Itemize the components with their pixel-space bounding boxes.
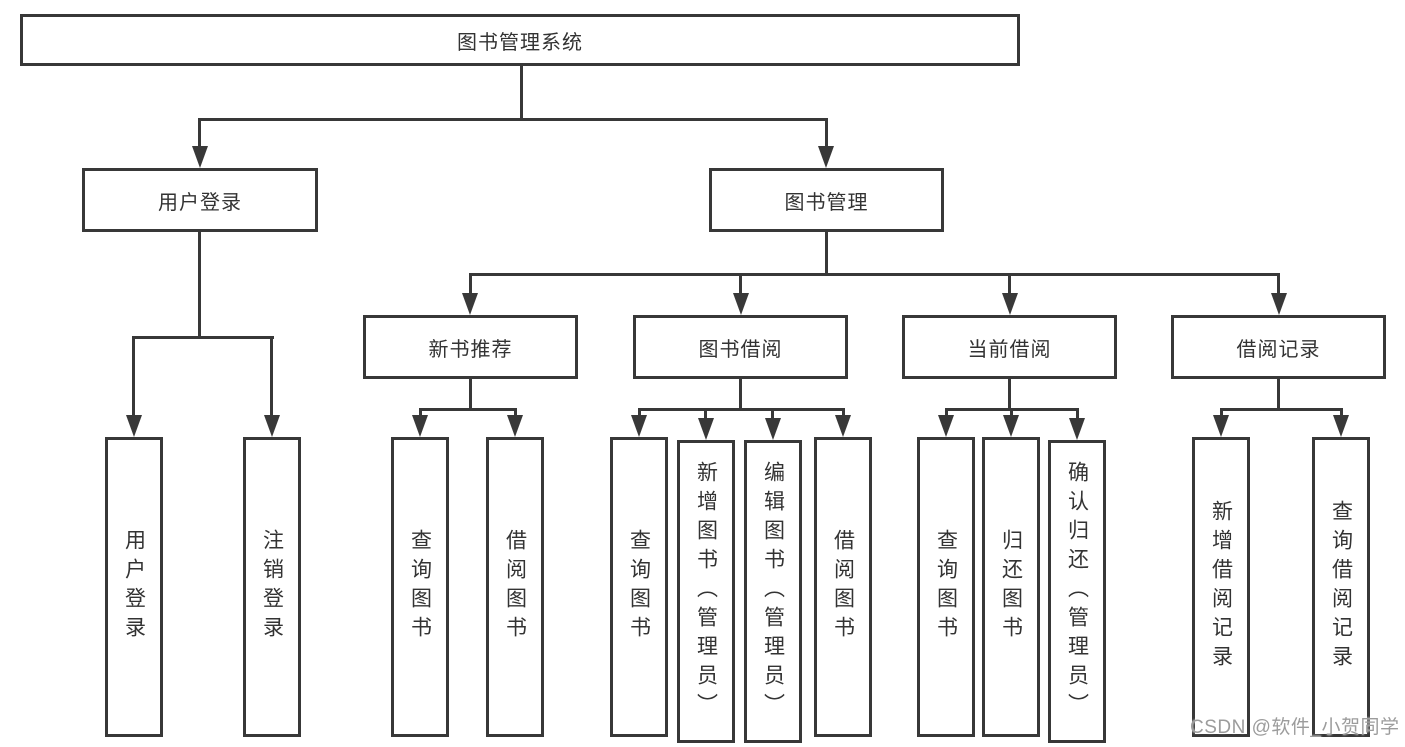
arrow-book-mgmt-icon xyxy=(818,146,834,168)
node-user-login: 用户登录 xyxy=(82,168,318,232)
connector-borrow-records-drop xyxy=(1277,273,1280,295)
arrow-leaf-logout-icon xyxy=(264,415,280,437)
node-label: 图书管理 xyxy=(784,191,869,214)
node-new-book-recommend: 新书推荐 xyxy=(363,315,578,379)
node-label: 新书推荐 xyxy=(428,338,513,361)
node-leaf-logout: 注销登录 xyxy=(243,437,301,737)
node-label: 确认归还（管理员） xyxy=(1065,461,1089,722)
connector-new-book-branch xyxy=(419,408,517,411)
arrow-confirm-return-icon xyxy=(1069,418,1085,440)
node-leaf-return-book: 归还图书 xyxy=(982,437,1040,737)
arrow-query-book-icon xyxy=(631,415,647,437)
arrow-borrow-book-icon xyxy=(507,415,523,437)
connector-book-borrow-branch xyxy=(638,408,845,411)
connector-new-book-drop xyxy=(469,273,472,295)
node-leaf-add-borrow-record: 新增借阅记录 xyxy=(1192,437,1250,737)
node-leaf-borrow-book-borrowing: 借阅图书 xyxy=(814,437,872,737)
node-label: 查询图书 xyxy=(934,529,958,645)
connector-leaf-drop xyxy=(419,408,422,417)
node-book-management: 图书管理 xyxy=(709,168,944,232)
node-label: 新增借阅记录 xyxy=(1209,500,1233,674)
connector-new-book-stem xyxy=(469,379,472,408)
connector-user-login-branch xyxy=(133,336,274,339)
connector-book-borrow-stem xyxy=(739,379,742,408)
node-label: 当前借阅 xyxy=(967,338,1052,361)
arrow-query-record-icon xyxy=(1333,415,1349,437)
connector-leaf-drop xyxy=(1010,408,1013,417)
node-borrowing-records: 借阅记录 xyxy=(1171,315,1386,379)
node-leaf-confirm-return-admin: 确认归还（管理员） xyxy=(1048,440,1106,743)
node-leaf-borrow-book-recommend: 借阅图书 xyxy=(486,437,544,737)
node-leaf-query-borrow-record: 查询借阅记录 xyxy=(1312,437,1370,737)
node-label: 查询图书 xyxy=(408,529,432,645)
connector-leaf-drop xyxy=(1220,408,1223,417)
connector-current-borrow-drop xyxy=(1008,273,1011,295)
connector-leaf-drop xyxy=(1076,408,1079,420)
node-current-borrowing: 当前借阅 xyxy=(902,315,1117,379)
csdn-watermark: CSDN @软件_小贺同学 xyxy=(1190,717,1400,738)
connector-leaf-drop xyxy=(842,408,845,417)
connector-root-branch xyxy=(199,118,828,121)
connector-leaf-drop xyxy=(1340,408,1343,417)
node-label: 注销登录 xyxy=(260,529,284,645)
node-leaf-query-book-recommend: 查询图书 xyxy=(391,437,449,737)
arrow-user-login-icon xyxy=(192,146,208,168)
connector-leaf-drop xyxy=(638,408,641,417)
arrow-query-book-icon xyxy=(938,415,954,437)
connector-leaf-drop xyxy=(945,408,948,417)
arrow-borrow-records-icon xyxy=(1271,293,1287,315)
node-book-borrowing: 图书借阅 xyxy=(633,315,848,379)
node-label: 编辑图书（管理员） xyxy=(761,461,785,722)
connector-leaf-drop xyxy=(514,408,517,417)
node-leaf-query-book-borrowing: 查询图书 xyxy=(610,437,668,737)
node-label: 借阅图书 xyxy=(503,529,527,645)
connector-book-mgmt-stem xyxy=(825,232,828,273)
arrow-book-borrow-icon xyxy=(733,293,749,315)
arrow-current-borrow-icon xyxy=(1002,293,1018,315)
connector-leaf-user-login-drop xyxy=(132,336,135,416)
node-book-management-system: 图书管理系统 xyxy=(20,14,1020,66)
connector-borrow-records-stem xyxy=(1277,379,1280,408)
node-leaf-add-book-admin: 新增图书（管理员） xyxy=(677,440,735,743)
connector-user-login-stem xyxy=(198,232,201,336)
connector-leaf-drop xyxy=(771,408,774,420)
node-label: 查询图书 xyxy=(627,529,651,645)
arrow-query-book-icon xyxy=(412,415,428,437)
connector-book-mgmt-branch xyxy=(469,273,1280,276)
connector-leaf-drop xyxy=(704,408,707,420)
node-label: 归还图书 xyxy=(999,529,1023,645)
connector-root-stem xyxy=(520,66,523,118)
arrow-edit-book-icon xyxy=(765,418,781,440)
node-label: 图书管理系统 xyxy=(457,31,583,54)
node-label: 用户登录 xyxy=(158,191,242,214)
connector-user-login-drop xyxy=(198,118,201,148)
arrow-new-book-icon xyxy=(462,293,478,315)
arrow-return-book-icon xyxy=(1003,415,1019,437)
node-label: 新增图书（管理员） xyxy=(694,461,718,722)
connector-current-borrow-stem xyxy=(1008,379,1011,408)
node-label: 借阅记录 xyxy=(1236,338,1321,361)
node-label: 查询借阅记录 xyxy=(1329,500,1353,674)
node-leaf-user-login: 用户登录 xyxy=(105,437,163,737)
node-label: 图书借阅 xyxy=(698,338,783,361)
connector-book-borrow-drop xyxy=(739,273,742,295)
connector-book-mgmt-drop xyxy=(825,118,828,148)
arrow-add-book-icon xyxy=(698,418,714,440)
arrow-leaf-user-login-icon xyxy=(126,415,142,437)
arrow-add-record-icon xyxy=(1213,415,1229,437)
connector-leaf-logout-drop xyxy=(270,336,273,416)
node-label: 用户登录 xyxy=(122,529,146,645)
node-leaf-edit-book-admin: 编辑图书（管理员） xyxy=(744,440,802,743)
node-label: 借阅图书 xyxy=(831,529,855,645)
node-leaf-query-book-current: 查询图书 xyxy=(917,437,975,737)
arrow-borrow-book-icon xyxy=(835,415,851,437)
connector-borrow-records-branch xyxy=(1220,408,1343,411)
